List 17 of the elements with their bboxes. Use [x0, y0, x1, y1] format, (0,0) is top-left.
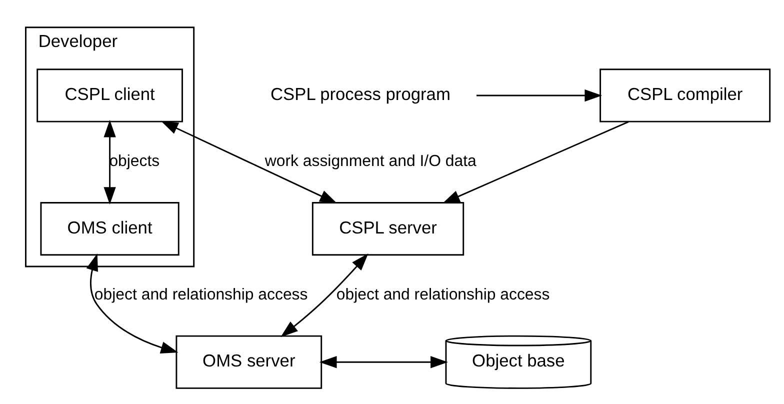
node-box: CSPL compiler: [600, 68, 771, 122]
arrow: [104, 120, 116, 204]
arrow: [476, 89, 602, 102]
node-box: OMS client: [40, 202, 180, 256]
arrow: [442, 121, 629, 204]
edge-label: object and relationship access: [94, 286, 308, 304]
node-text: CSPL process program: [270, 84, 450, 104]
edge-label: objects: [109, 153, 160, 170]
node-box: CSPL client: [36, 68, 183, 122]
arrow: [160, 120, 338, 204]
edge-label: work assignment and I/O data: [264, 153, 476, 170]
arrow: [86, 253, 178, 354]
arrow: [319, 356, 448, 368]
edge-label: object and relationship access: [336, 286, 550, 304]
node-box: OMS server: [176, 335, 322, 389]
node-box: CSPL server: [312, 202, 464, 256]
arrow: [280, 253, 368, 338]
